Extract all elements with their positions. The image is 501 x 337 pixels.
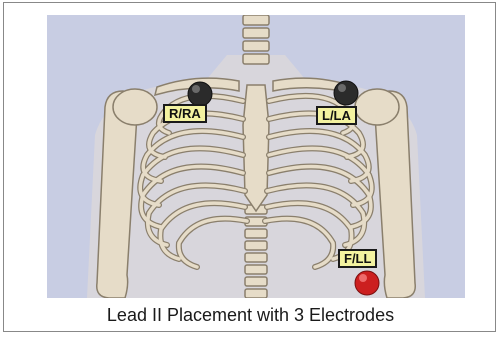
electrode-ll (355, 271, 379, 295)
electrode-ra (188, 82, 212, 106)
electrode-label-ra: R/RA (163, 104, 207, 123)
figure-caption: Lead II Placement with 3 Electrodes (4, 305, 497, 326)
electrode-label-ll: F/LL (338, 249, 377, 268)
figure-frame: R/RA L/LA F/LL Lead II Placement with 3 … (3, 2, 496, 332)
electrode-label-la: L/LA (316, 106, 357, 125)
chest-illustration (47, 15, 465, 298)
electrode-la (334, 81, 358, 105)
